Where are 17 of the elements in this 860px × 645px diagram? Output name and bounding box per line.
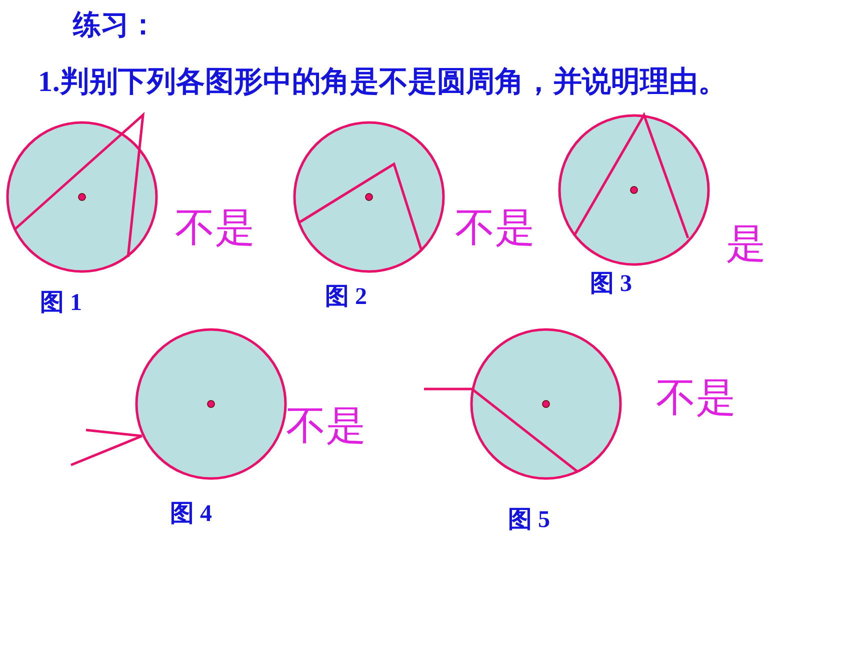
answer-text: 不是 [455,204,535,252]
circle [6,121,158,273]
question-text: 1.判别下列各图形中的角是不是圆周角，并说明理由。 [38,65,727,100]
figure-caption: 图 5 [508,506,550,535]
answer-text: 不是 [286,402,366,450]
figure-caption: 图 2 [325,283,367,312]
circle [558,114,710,266]
circle [293,121,445,273]
answer-text: 不是 [175,204,255,252]
figure-caption: 图 1 [40,289,82,318]
circle [135,328,287,480]
circle [470,328,622,480]
figure-caption: 图 4 [170,500,212,529]
answer-text: 是 [726,220,766,268]
exercise-heading: 练习： [73,9,157,43]
figure-caption: 图 3 [590,270,632,299]
answer-text: 不是 [656,374,736,422]
